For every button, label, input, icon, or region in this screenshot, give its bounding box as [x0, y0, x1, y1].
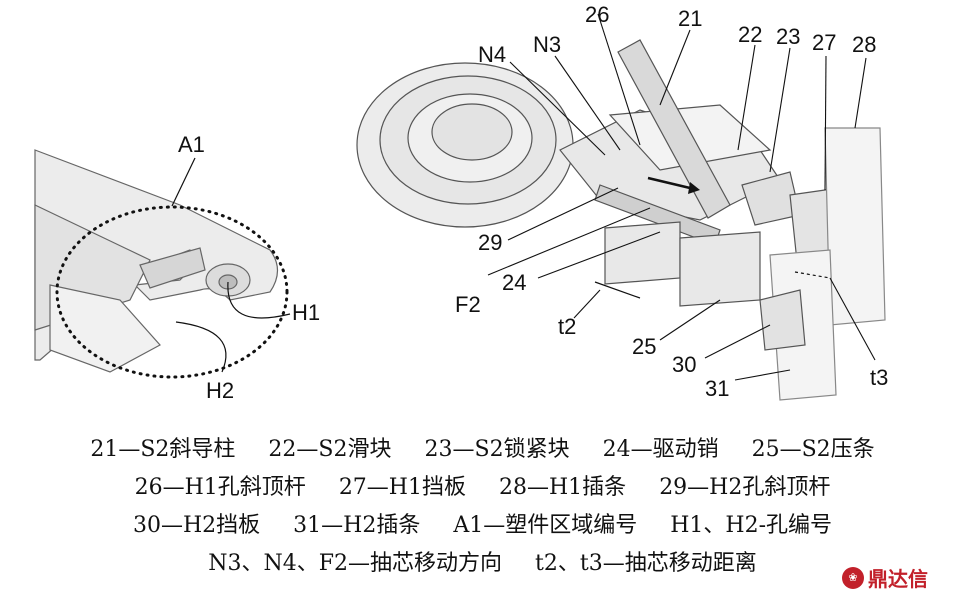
mold-assembly [356, 39, 886, 401]
leader-a1 [171, 157, 196, 207]
part-region-detail [34, 149, 279, 373]
label-31: 31 [705, 376, 729, 401]
label-28: 28 [852, 32, 876, 57]
label-n3: N3 [533, 32, 561, 57]
legend-item-22: 22—S2滑块 [268, 437, 392, 462]
label-23: 23 [776, 24, 800, 49]
legend-item-25: 25—S2压条 [751, 437, 875, 462]
legend-item-26: 26—H1孔斜顶杆 [134, 475, 306, 500]
label-t2: t2 [558, 314, 576, 339]
label-24: 24 [502, 270, 526, 295]
label-27: 27 [812, 30, 836, 55]
legend-item-29: 29—H2孔斜顶杆 [659, 475, 831, 500]
legend-item-t: t2、t3—抽芯移动距离 [535, 551, 757, 576]
region-a1-dotted-outline [55, 205, 289, 379]
label-22: 22 [738, 22, 762, 47]
watermark-text: 鼎达信 [868, 567, 928, 591]
label-30: 30 [672, 352, 696, 377]
legend-item-n: N3、N4、F2—抽芯移动方向 [208, 551, 503, 576]
label-t3: t3 [870, 365, 888, 390]
label-h1: H1 [292, 300, 320, 325]
dingdaxin-seal-icon: ❀ [842, 566, 864, 589]
legend-item-24: 24—驱动销 [602, 437, 719, 462]
legend-item-21: 21—S2斜导柱 [90, 437, 236, 462]
legend-line-1: 21—S2斜导柱 22—S2滑块 23—S2锁紧块 24—驱动销 25—S2压条 [0, 432, 965, 468]
distance-marker-t2 [594, 281, 641, 299]
legend-line-2: 26—H1孔斜顶杆 27—H1挡板 28—H1插条 29—H2孔斜顶杆 [0, 470, 965, 506]
legend-item-28: 28—H1插条 [499, 475, 627, 500]
legend-item-30: 30—H2挡板 [132, 513, 261, 538]
legend-item-23: 23—S2锁紧块 [424, 437, 570, 462]
legend-item-27: 27—H1挡板 [338, 475, 466, 500]
label-h2: H2 [206, 378, 234, 403]
label-a1: A1 [178, 132, 205, 157]
mold-core-pulling-diagram: A1 H1 H2 [34, 2, 888, 403]
legend-item-31: 31—H2插条 [293, 513, 421, 538]
watermark: ❀ 鼎达信 [842, 563, 928, 592]
label-f2: F2 [455, 292, 481, 317]
label-21: 21 [678, 6, 702, 31]
arrowhead-f2 [688, 182, 700, 194]
label-n4: N4 [478, 42, 506, 67]
legend-line-3: 30—H2挡板 31—H2插条 A1—塑件区域编号 H1、H2-孔编号 [0, 508, 965, 544]
leader-h1 [227, 281, 291, 319]
label-26: 26 [585, 2, 609, 27]
label-25: 25 [632, 334, 656, 359]
direction-arrow-f2 [647, 176, 691, 190]
leader-lines [487, 13, 876, 381]
label-29: 29 [478, 230, 502, 255]
legend-line-4: N3、N4、F2—抽芯移动方向 t2、t3—抽芯移动距离 [0, 546, 965, 582]
leader-h2 [175, 321, 227, 373]
legend-item-h: H1、H2-孔编号 [670, 513, 833, 538]
legend-item-a1: A1—塑件区域编号 [453, 513, 638, 538]
